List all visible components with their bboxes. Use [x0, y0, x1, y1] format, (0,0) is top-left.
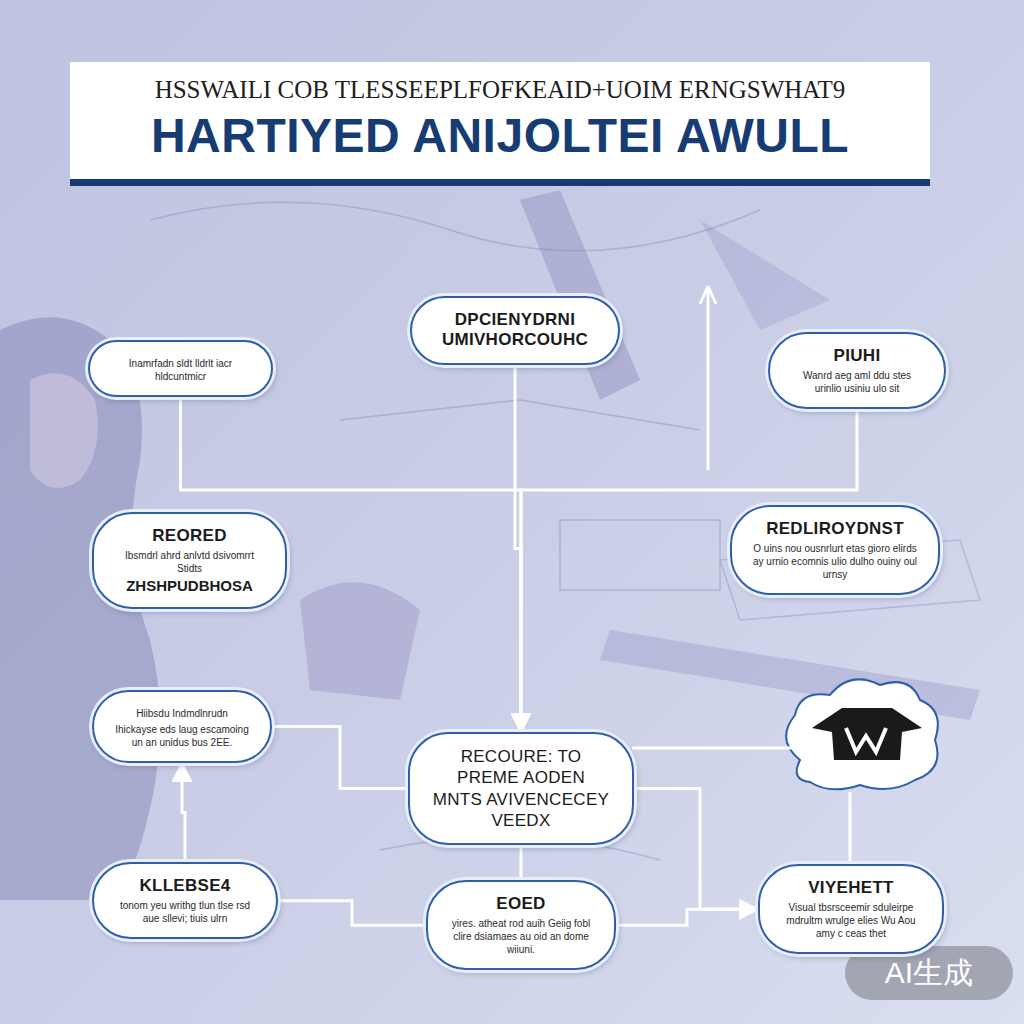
node-heading: DPCIENYDRNI UMIVHORCOUHC — [432, 310, 598, 351]
icon-cloud — [786, 679, 938, 789]
note-cloud: Hiibsdu IndmdlnrudnIhickayse eds laug es… — [92, 690, 272, 763]
node-heading: VIYEHETT — [780, 878, 922, 898]
connector-line — [632, 747, 792, 750]
node-heading: EOED — [448, 894, 594, 914]
note-cloud: EOED yires. atheat rod auih Geiig fobl cl… — [426, 880, 616, 970]
node-text: ZHSHPUDBHOSA — [114, 577, 265, 595]
node-text: Inamrfadn sldt lldrlt iacr hldcuntmicr — [110, 357, 251, 383]
node-heading: REDLIROYDNST — [752, 519, 918, 539]
note-cloud: VIYEHETT Visual tbsrsceemir sduleirpe mdr… — [758, 864, 944, 954]
connector — [616, 909, 758, 925]
note-cloud: REORED Ibsmdrl ahrd anlvtd dsivomrrt Stid… — [92, 512, 287, 609]
node-text: Visual tbsrsceemir sduleirpe mdrultm wru… — [780, 901, 922, 940]
title: HARTIYED ANIJOLTEI AWULL — [70, 108, 930, 163]
node-text: Ibsmdrl ahrd anlvtd dsivomrrt Stidts — [114, 549, 265, 575]
center-cloud: RECOURE: TO PREME AODEN MNTS AVIVENCECEY… — [408, 732, 634, 845]
node-text: Wanrd aeg aml ddu stes urinlio usiniu ul… — [790, 369, 924, 395]
connector — [182, 763, 185, 862]
node-text: RECOURE: TO PREME AODEN MNTS AVIVENCECEY… — [430, 746, 612, 831]
node-text: O uins nou ousnrlurt etas gioro elirds a… — [752, 542, 918, 581]
node-heading: REORED — [114, 526, 265, 546]
node-heading: PIUHI — [790, 346, 924, 366]
node-text: yires. atheat rod auih Geiig fobl clire … — [448, 917, 594, 956]
node-heading: KLLEBSE4 — [114, 876, 256, 896]
note-cloud: KLLEBSE4 tonom yeu writhg tlun tlse rsd a… — [92, 862, 278, 939]
watermark: AI生成 — [845, 946, 1013, 1000]
note-cloud: Inamrfadn sldt lldrlt iacr hldcuntmicr — [88, 340, 273, 397]
faint-figure — [0, 190, 980, 900]
node-text: tonom yeu writhg tlun tlse rsd aue sllev… — [114, 899, 256, 925]
arrow-head — [700, 286, 716, 304]
note-cloud: PIUHI Wanrd aeg aml ddu stes urinlio usin… — [768, 332, 946, 409]
connector-line — [707, 286, 710, 470]
node-text: Hiibsdu Indmdlnrudn — [114, 707, 250, 720]
node-text: Ihickayse eds laug escamoing un an unidu… — [114, 723, 250, 749]
note-cloud: REDLIROYDNST O uins nou ousnrlurt etas gi… — [730, 505, 940, 595]
connector — [520, 845, 523, 880]
connector — [278, 901, 426, 926]
subtitle-text: HSSWAILI COB TLESSEEPLFOFKEAID+UOIM ERNG… — [70, 76, 930, 104]
connector — [634, 789, 758, 910]
connector — [272, 727, 408, 789]
heading-cloud: DPCIENYDRNI UMIVHORCOUHC — [410, 296, 620, 365]
connector-line — [849, 792, 852, 862]
